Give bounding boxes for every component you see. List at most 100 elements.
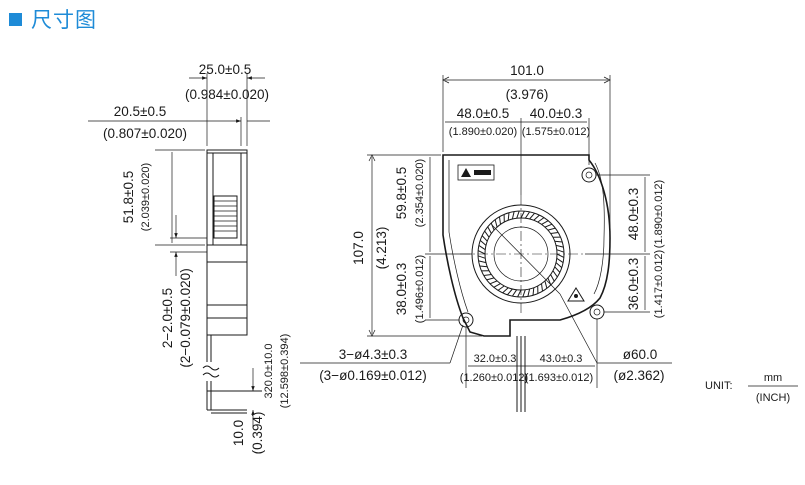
impeller-blade	[478, 244, 486, 251]
side-strip-mm: 10.0	[231, 420, 246, 446]
unit-legend: UNIT: mm (INCH)	[705, 372, 798, 404]
impeller-blade	[532, 287, 535, 296]
delta-logo	[457, 164, 495, 181]
side-lead-in: (12.598±0.394)	[279, 334, 291, 409]
impeller-blade	[507, 288, 513, 296]
front-bottom-right-in: (1.693±0.012)	[525, 372, 593, 384]
front-right-bottom-mm: 36.0±0.3	[626, 258, 641, 310]
front-right-in: (1.575±0.012)	[522, 126, 590, 138]
front-right-bottom-in: (1.417±0.012)	[653, 250, 665, 318]
side-width-mm: 25.0±0.5	[199, 62, 251, 77]
front-low-left-mm: 38.0±0.3	[394, 263, 409, 315]
impeller-blade	[481, 235, 488, 242]
side-tab-in: (2−0.079±0.020)	[178, 268, 193, 367]
impeller-blade	[517, 289, 522, 298]
impeller-blade	[533, 214, 540, 221]
front-width-mm: 101.0	[510, 63, 544, 78]
front-width-in: (3.976)	[506, 87, 549, 102]
impeller-blade	[547, 227, 556, 231]
cert-mark-icon	[567, 287, 585, 302]
side-lead-mm: 320.0±10.0	[263, 344, 275, 399]
impeller-blade	[550, 274, 555, 282]
impeller-blade	[544, 280, 548, 289]
section-title: 尺寸图	[31, 8, 97, 32]
side-offset-mm: 20.5±0.5	[114, 104, 166, 119]
front-height-in: (4.213)	[374, 227, 389, 270]
front-holes-in: (3−ø0.169±0.012)	[319, 368, 427, 383]
impeller-blade	[541, 283, 543, 292]
impeller-blade	[555, 244, 564, 248]
side-grille	[213, 195, 238, 239]
front-bottom-right-mm: 43.0±0.3	[540, 353, 583, 365]
impeller-blade	[494, 219, 498, 228]
front-inner-h-in: (2.354±0.020)	[414, 159, 426, 227]
impeller-blade	[511, 211, 515, 220]
impeller-blade	[555, 262, 563, 268]
impeller-blade	[544, 223, 553, 228]
impeller-blade	[497, 285, 505, 291]
impeller-blade	[502, 287, 509, 294]
impeller-blade	[537, 217, 545, 223]
side-width-in: (0.984±0.020)	[185, 87, 269, 102]
impeller-blade	[520, 210, 525, 219]
impeller-blade	[522, 289, 526, 298]
front-holes-mm: 3−ø4.3±0.3	[339, 347, 408, 362]
section-square-icon	[9, 12, 22, 26]
impeller-blade	[479, 240, 487, 246]
mount-hole-top-right	[581, 167, 597, 183]
front-height-mm: 107.0	[351, 231, 366, 265]
impeller-blade	[554, 266, 561, 273]
impeller-blade	[552, 270, 558, 278]
impeller-blade	[490, 222, 495, 231]
section-header: 尺寸图	[9, 6, 97, 32]
impeller-blade	[479, 265, 488, 268]
front-right-top-mm: 48.0±0.3	[626, 188, 641, 240]
front-inner-h-mm: 59.8±0.5	[394, 167, 409, 219]
impeller-blade	[556, 249, 565, 253]
impeller-blade	[483, 274, 492, 276]
unit-top: mm	[764, 372, 782, 384]
front-dia-in: (ø2.362)	[613, 368, 664, 383]
impeller-blade	[524, 211, 531, 219]
impeller-blade	[478, 260, 487, 264]
impeller-blade	[489, 280, 498, 285]
impeller-blade	[507, 212, 510, 221]
side-tab-mm: 2−2.0±0.5	[160, 288, 175, 348]
impeller-blade	[511, 289, 518, 297]
impeller-blade	[556, 257, 564, 264]
impeller-blade	[477, 255, 486, 259]
side-strip-in: (0.394)	[250, 412, 265, 455]
impeller-blade	[541, 220, 549, 225]
front-right-mm: 40.0±0.3	[530, 106, 582, 121]
impeller-blade	[554, 240, 563, 243]
front-view: 101.0 (3.976) 48.0±0.5 (1.890±0.020) 40.…	[300, 63, 672, 412]
impeller-blade	[484, 230, 490, 238]
impeller	[460, 195, 583, 315]
impeller-blade	[477, 250, 486, 255]
unit-label: UNIT:	[705, 380, 733, 392]
front-left-in: (1.890±0.020)	[449, 126, 517, 138]
impeller-blade	[529, 212, 535, 220]
unit-bottom: (INCH)	[756, 392, 790, 404]
side-offset-in: (0.807±0.020)	[103, 126, 187, 141]
side-view: 25.0±0.5 (0.984±0.020) 20.5±0.5 (0.807±0…	[88, 62, 291, 454]
front-low-left-in: (1.496±0.012)	[414, 255, 426, 323]
impeller-blade	[527, 288, 531, 297]
mount-hole-bottom-right	[589, 304, 605, 320]
impeller-blade	[556, 253, 565, 258]
side-height-mm: 51.8±0.5	[121, 171, 136, 223]
impeller-blade	[499, 216, 501, 225]
side-height-in: (2.039±0.020)	[140, 163, 152, 231]
front-bottom-left-in: (1.260±0.012)	[460, 372, 528, 384]
impeller-blade	[486, 277, 495, 281]
impeller-blade	[487, 226, 492, 234]
front-right-top-in: (1.890±0.012)	[653, 180, 665, 248]
impeller-blade	[516, 210, 520, 219]
blower-housing-outline	[442, 154, 611, 337]
front-bottom-left-mm: 32.0±0.3	[474, 353, 517, 365]
front-dia-mm: ø60.0	[623, 347, 658, 362]
impeller-blade	[550, 232, 559, 234]
front-left-mm: 48.0±0.5	[457, 106, 509, 121]
impeller-blade	[493, 283, 501, 288]
